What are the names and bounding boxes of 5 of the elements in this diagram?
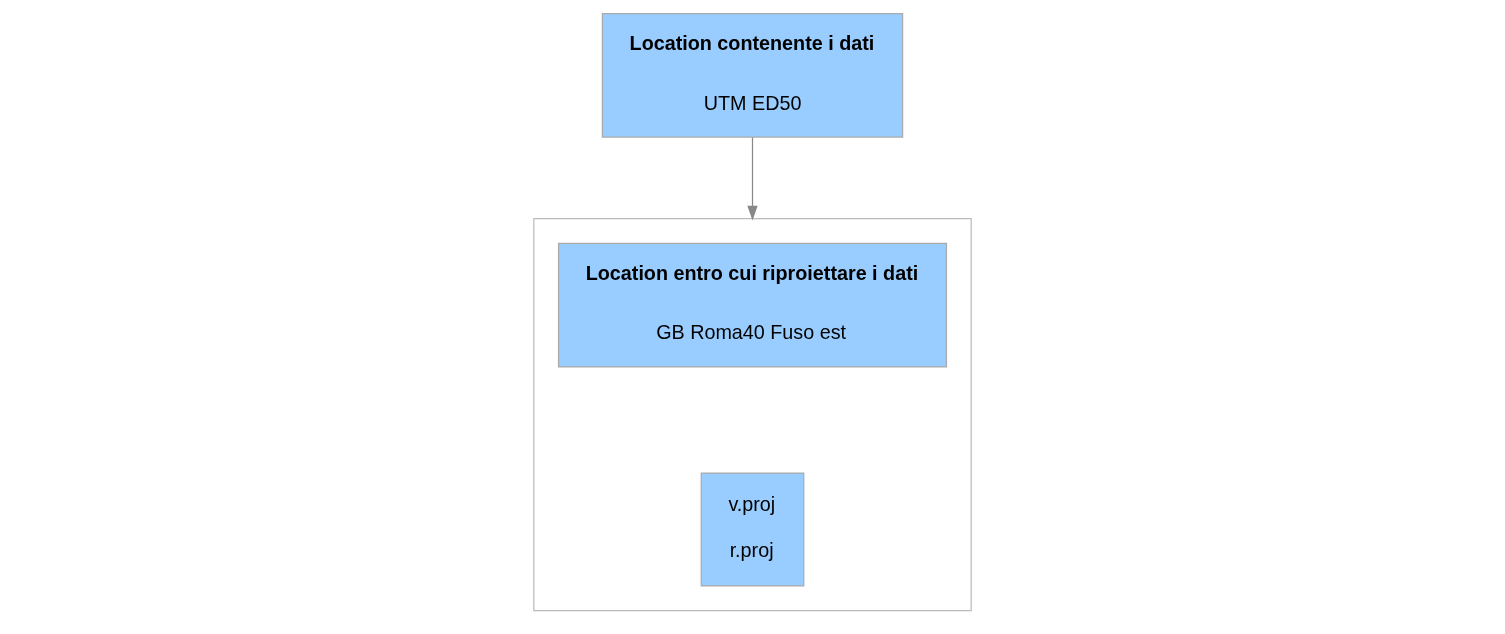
node-box: Location entro cui riproiettare i dati GB Roma40 Fuso est	[557, 242, 948, 368]
cluster	[533, 218, 972, 612]
node-box: Location contenente i dati UTM ED50	[601, 12, 904, 138]
node-box: v.proj r.proj	[700, 472, 805, 587]
arrow	[747, 136, 758, 221]
